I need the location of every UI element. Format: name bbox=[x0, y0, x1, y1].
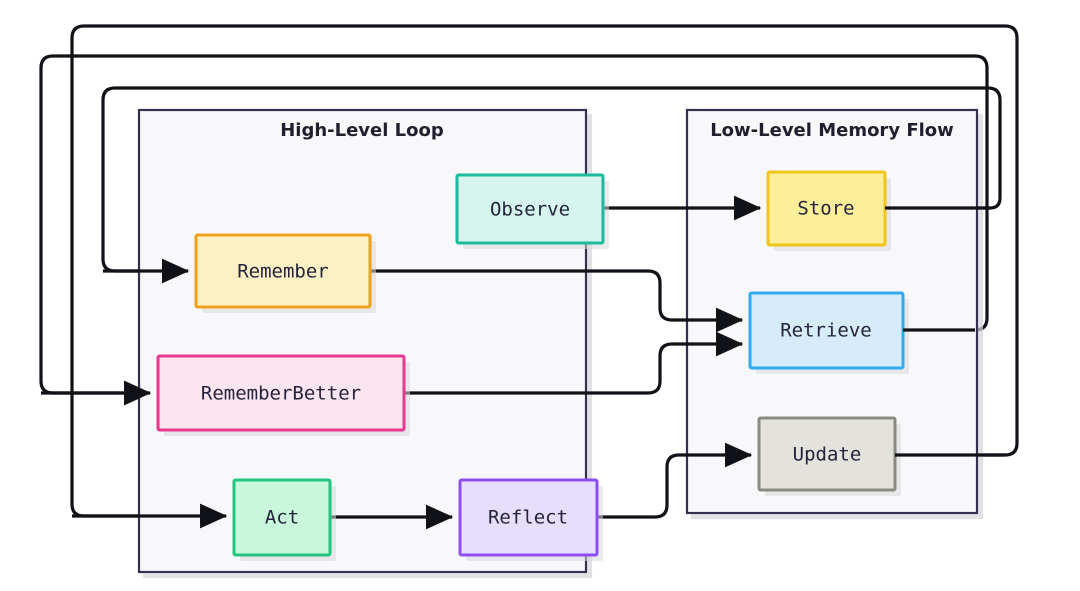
node-observe-rect[interactable] bbox=[455, 173, 605, 245]
node-update[interactable]: Update bbox=[757, 416, 901, 496]
node-remember-label: Remember bbox=[237, 261, 329, 283]
node-retrieve[interactable]: Retrieve bbox=[748, 291, 909, 374]
node-act-rect[interactable] bbox=[232, 478, 332, 557]
edge-retrieve-to-rememberbetter bbox=[39, 54, 989, 406]
node-rememberbetter-label: RememberBetter bbox=[201, 383, 361, 405]
node-remember[interactable]: Remember bbox=[194, 233, 376, 313]
panel-high-level-title: High-Level Loop bbox=[280, 120, 444, 141]
edge-remember-to-retrieve bbox=[370, 269, 744, 333]
edge-reflect-to-update bbox=[597, 442, 753, 519]
node-retrieve-label: Retrieve bbox=[780, 320, 872, 342]
node-update-label: Update bbox=[793, 444, 862, 466]
node-store[interactable]: Store bbox=[766, 170, 891, 251]
edge-store-to-remember bbox=[101, 86, 1002, 284]
node-store-label: Store bbox=[797, 198, 854, 220]
panel-low-level-title: Low-Level Memory Flow bbox=[710, 120, 954, 141]
node-act-label: Act bbox=[265, 507, 299, 529]
node-act[interactable]: Act bbox=[232, 478, 336, 561]
node-rememberbetter-rect[interactable] bbox=[156, 354, 406, 432]
edge-update-to-act bbox=[70, 24, 1019, 529]
loopback-overlay-stubs bbox=[41, 206, 1005, 529]
node-reflect[interactable]: Reflect bbox=[458, 478, 603, 561]
node-reflect-label: Reflect bbox=[488, 507, 568, 529]
edge-rememberbetter-to-retrieve bbox=[404, 331, 744, 395]
node-observe-label: Observe bbox=[490, 199, 570, 221]
node-rememberbetter[interactable]: RememberBetter bbox=[156, 354, 410, 436]
node-observe[interactable]: Observe bbox=[455, 173, 609, 249]
node-remember-rect[interactable] bbox=[194, 233, 372, 309]
node-reflect-rect[interactable] bbox=[458, 478, 599, 557]
